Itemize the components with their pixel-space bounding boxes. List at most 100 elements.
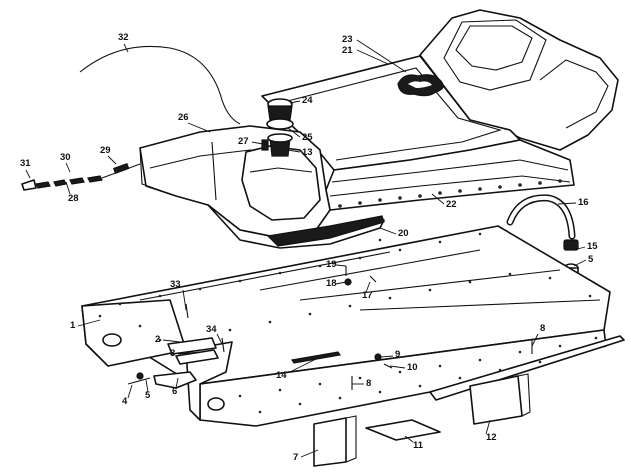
callout-c19: 19: [326, 259, 337, 270]
callout-leader-c14: [289, 357, 319, 373]
chassis-opening-left: [102, 333, 122, 347]
fuel-cap-seal: [266, 118, 294, 130]
callout-leader-c1: [77, 319, 101, 327]
callout-c7: 7: [293, 452, 298, 463]
callout-leader-c27: [251, 141, 269, 146]
callout-c4: 4: [122, 396, 128, 407]
callout-leader-c21: [356, 49, 389, 65]
callout-c5b: 5: [588, 254, 594, 265]
fuel-neck-ring: [267, 133, 293, 143]
chassis-rivets: [98, 232, 598, 414]
bolt-shaft: [127, 377, 151, 385]
bracket-plate-upper: [167, 337, 217, 355]
callout-labels: 1234556788910111213141516171819202122232…: [20, 32, 598, 463]
callout-leader-c19: [335, 264, 347, 267]
callout-leader-c9: [379, 355, 394, 358]
callout-c31: 31: [20, 158, 31, 169]
callout-c28: 28: [68, 193, 79, 204]
fuel-cap-body: [267, 105, 293, 121]
callout-leader-c10: [389, 365, 406, 369]
callout-c13: 13: [302, 147, 313, 158]
seat-emblem-highlight: [408, 81, 432, 88]
seat-back-inner-panel: [455, 25, 533, 71]
chassis-front-lip: [199, 329, 605, 385]
body-hood-front: [139, 147, 177, 197]
callout-leader-c4: [127, 384, 133, 399]
callout-c5a: 5: [145, 390, 151, 401]
callout-leader-c18: [335, 281, 347, 285]
leg-bracket-left-side: [345, 415, 357, 463]
callout-c10: 10: [407, 362, 418, 373]
callout-c22: 22: [446, 199, 457, 210]
throttle-linkage: [21, 162, 141, 191]
callout-c33: 33: [170, 279, 181, 290]
bumper-tube-inner: [508, 195, 574, 238]
callout-c9: 9: [395, 349, 400, 360]
callout-leader-c11: [404, 435, 414, 443]
seat-rivets: [338, 179, 562, 208]
chassis-panel-lines: [139, 249, 601, 311]
seat-back-rim: [539, 59, 609, 129]
chassis-left-wing: [81, 299, 187, 367]
callout-leader-c31: [25, 169, 31, 179]
callout-leader-c5b: [573, 259, 587, 267]
callout-c12: 12: [486, 432, 497, 443]
callout-c21: 21: [342, 45, 353, 56]
callout-leader-c7: [300, 449, 319, 458]
callout-leader-c15: [573, 246, 586, 251]
callout-leader-c34: [216, 333, 223, 345]
callout-c26: 26: [178, 112, 189, 123]
callout-c32: 32: [118, 32, 129, 43]
seat-side-stripe-lower: [329, 175, 571, 197]
fuel-tank-seam: [249, 167, 313, 173]
callout-c25: 25: [302, 132, 313, 143]
callout-leader-c23: [356, 39, 407, 73]
callout-leader-c5a: [145, 379, 149, 393]
skid-plate: [365, 419, 441, 441]
callout-leader-c13: [287, 149, 301, 153]
tube-fitting: [563, 239, 579, 251]
callout-c27: 27: [238, 136, 249, 147]
callout-c34: 34: [206, 324, 217, 335]
callout-leader-c25: [287, 127, 301, 138]
callout-leader-c26: [187, 122, 211, 133]
bolt-head: [136, 372, 144, 380]
body-base-tray: [207, 204, 385, 249]
seat-cushion-piping: [275, 67, 502, 161]
bolt-34: [221, 337, 225, 353]
chassis-opening-front: [207, 397, 225, 411]
mount-bracket: [153, 371, 197, 389]
leg-bracket-right-side: [517, 373, 531, 417]
callout-c2: 2: [155, 334, 160, 345]
callout-leader-c6: [175, 377, 179, 389]
cable-line: [79, 45, 241, 125]
bolt-33: [185, 303, 189, 319]
callout-c1: 1: [70, 320, 76, 331]
callout-leader-c30: [65, 162, 71, 173]
seat-back-inner-panel-edge: [443, 19, 547, 91]
callout-leader-c20: [379, 227, 397, 235]
chassis-slot: [290, 351, 342, 364]
bolt-17: [369, 275, 377, 283]
callout-leader-c29: [107, 155, 117, 165]
callout-c15: 15: [587, 241, 598, 252]
body-hood-rear: [211, 141, 217, 201]
seat-side-stripe: [331, 159, 569, 183]
callout-leader-c17: [365, 281, 371, 293]
callout-c17: 17: [362, 290, 373, 301]
bolt-10: [383, 363, 393, 369]
callout-c14: 14: [276, 370, 287, 381]
callout-leader-c3: [177, 351, 201, 355]
callout-leader-c16: [557, 202, 577, 205]
callout-c29: 29: [100, 145, 111, 156]
callout-leader-c32: [123, 43, 129, 53]
callout-leader-c12: [485, 419, 491, 435]
callout-leader-c22: [431, 193, 445, 205]
callout-c11: 11: [413, 440, 424, 451]
callout-c3: 3: [170, 348, 175, 359]
callout-c8b: 8: [540, 323, 545, 334]
callout-c18: 18: [326, 278, 337, 289]
callout-c24: 24: [302, 95, 313, 106]
